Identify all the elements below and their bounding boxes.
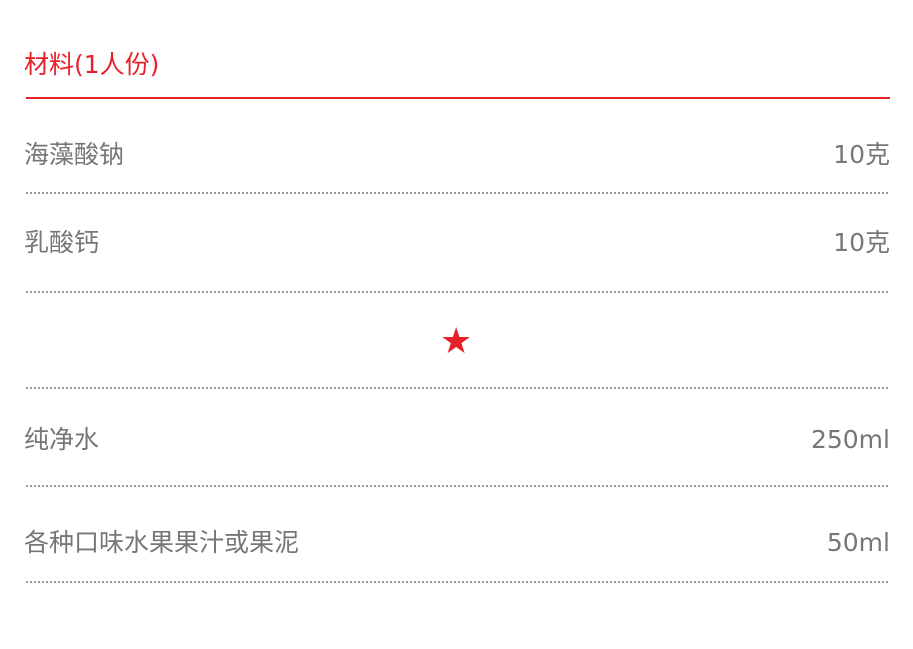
ingredient-qty: 50ml	[826, 528, 890, 557]
dotted-divider	[26, 291, 888, 293]
dotted-divider	[26, 581, 888, 583]
ingredient-row: 纯净水 250ml	[24, 423, 890, 457]
ingredient-qty: 250ml	[810, 425, 890, 454]
ingredient-row: 各种口味水果果汁或果泥 50ml	[24, 526, 890, 560]
ingredient-qty: 10克	[833, 140, 890, 169]
ingredient-name: 乳酸钙	[24, 228, 100, 257]
ingredient-name: 海藻酸钠	[24, 140, 125, 169]
ingredient-qty: 10克	[833, 228, 890, 257]
title-divider	[26, 97, 890, 99]
ingredient-name: 各种口味水果果汁或果泥	[24, 528, 300, 557]
star-icon: ★	[440, 321, 473, 362]
dotted-divider	[26, 192, 888, 194]
ingredient-name: 纯净水	[24, 425, 100, 454]
ingredient-row: 海藻酸钠 10克	[24, 138, 890, 172]
section-title: 材料(1人份)	[24, 50, 160, 79]
dotted-divider	[26, 485, 888, 487]
ingredient-row: 乳酸钙 10克	[24, 226, 890, 260]
dotted-divider	[26, 387, 888, 389]
